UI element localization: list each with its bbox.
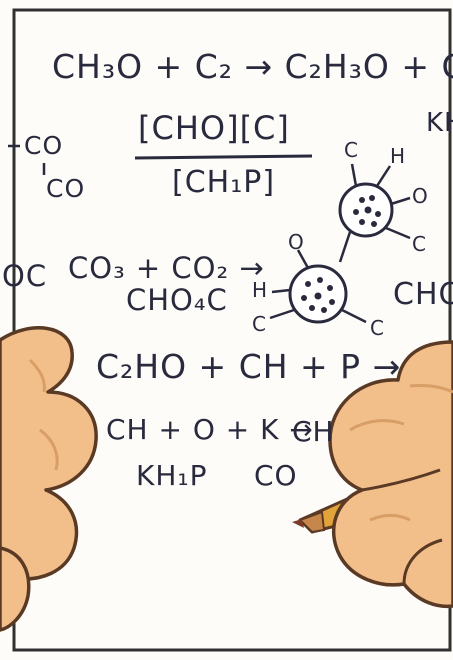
upper-atom-right: O bbox=[412, 184, 428, 208]
lower-atom-right: C bbox=[370, 316, 384, 340]
oc-label-cut: OC bbox=[2, 259, 48, 293]
fraction-denominator: [CH₁P] bbox=[172, 165, 276, 200]
equation-line-5: CH + O + K → bbox=[106, 413, 314, 446]
co-label-top: CO bbox=[24, 131, 64, 160]
equation-line-6b: CO bbox=[254, 459, 298, 492]
fraction-bar bbox=[134, 154, 313, 160]
molecule-lower bbox=[269, 249, 367, 324]
equation-line-3a: CO₃ + CO₂ → bbox=[68, 251, 265, 285]
upper-atom-h: H bbox=[390, 144, 406, 168]
cho-label-cut: CHO bbox=[393, 277, 453, 312]
ch-label-cut: CH bbox=[292, 415, 335, 448]
equation-line-3b: CHO₄C bbox=[126, 283, 228, 317]
equation-line-6a: KH₁P bbox=[136, 459, 208, 492]
equation-line-4: C₂HO + CH + P → bbox=[96, 347, 402, 386]
right-hand bbox=[328, 340, 453, 609]
lower-atom-h: H bbox=[252, 278, 268, 302]
kh-label-cut: KH bbox=[426, 108, 453, 138]
lower-atom-top: O bbox=[288, 230, 304, 254]
molecule-upper bbox=[338, 163, 411, 263]
upper-atom-bottom: C bbox=[412, 232, 426, 256]
equation-line-1: CH₃O + C₂ → C₂H₃O + C bbox=[52, 47, 453, 86]
panel-frame bbox=[12, 8, 452, 652]
left-hand bbox=[0, 326, 98, 632]
co-label-bottom: CO bbox=[46, 174, 86, 203]
fraction-numerator: [CHO][C] bbox=[138, 109, 290, 147]
lower-atom-left: C bbox=[252, 312, 266, 336]
upper-atom-top: C bbox=[344, 138, 358, 162]
